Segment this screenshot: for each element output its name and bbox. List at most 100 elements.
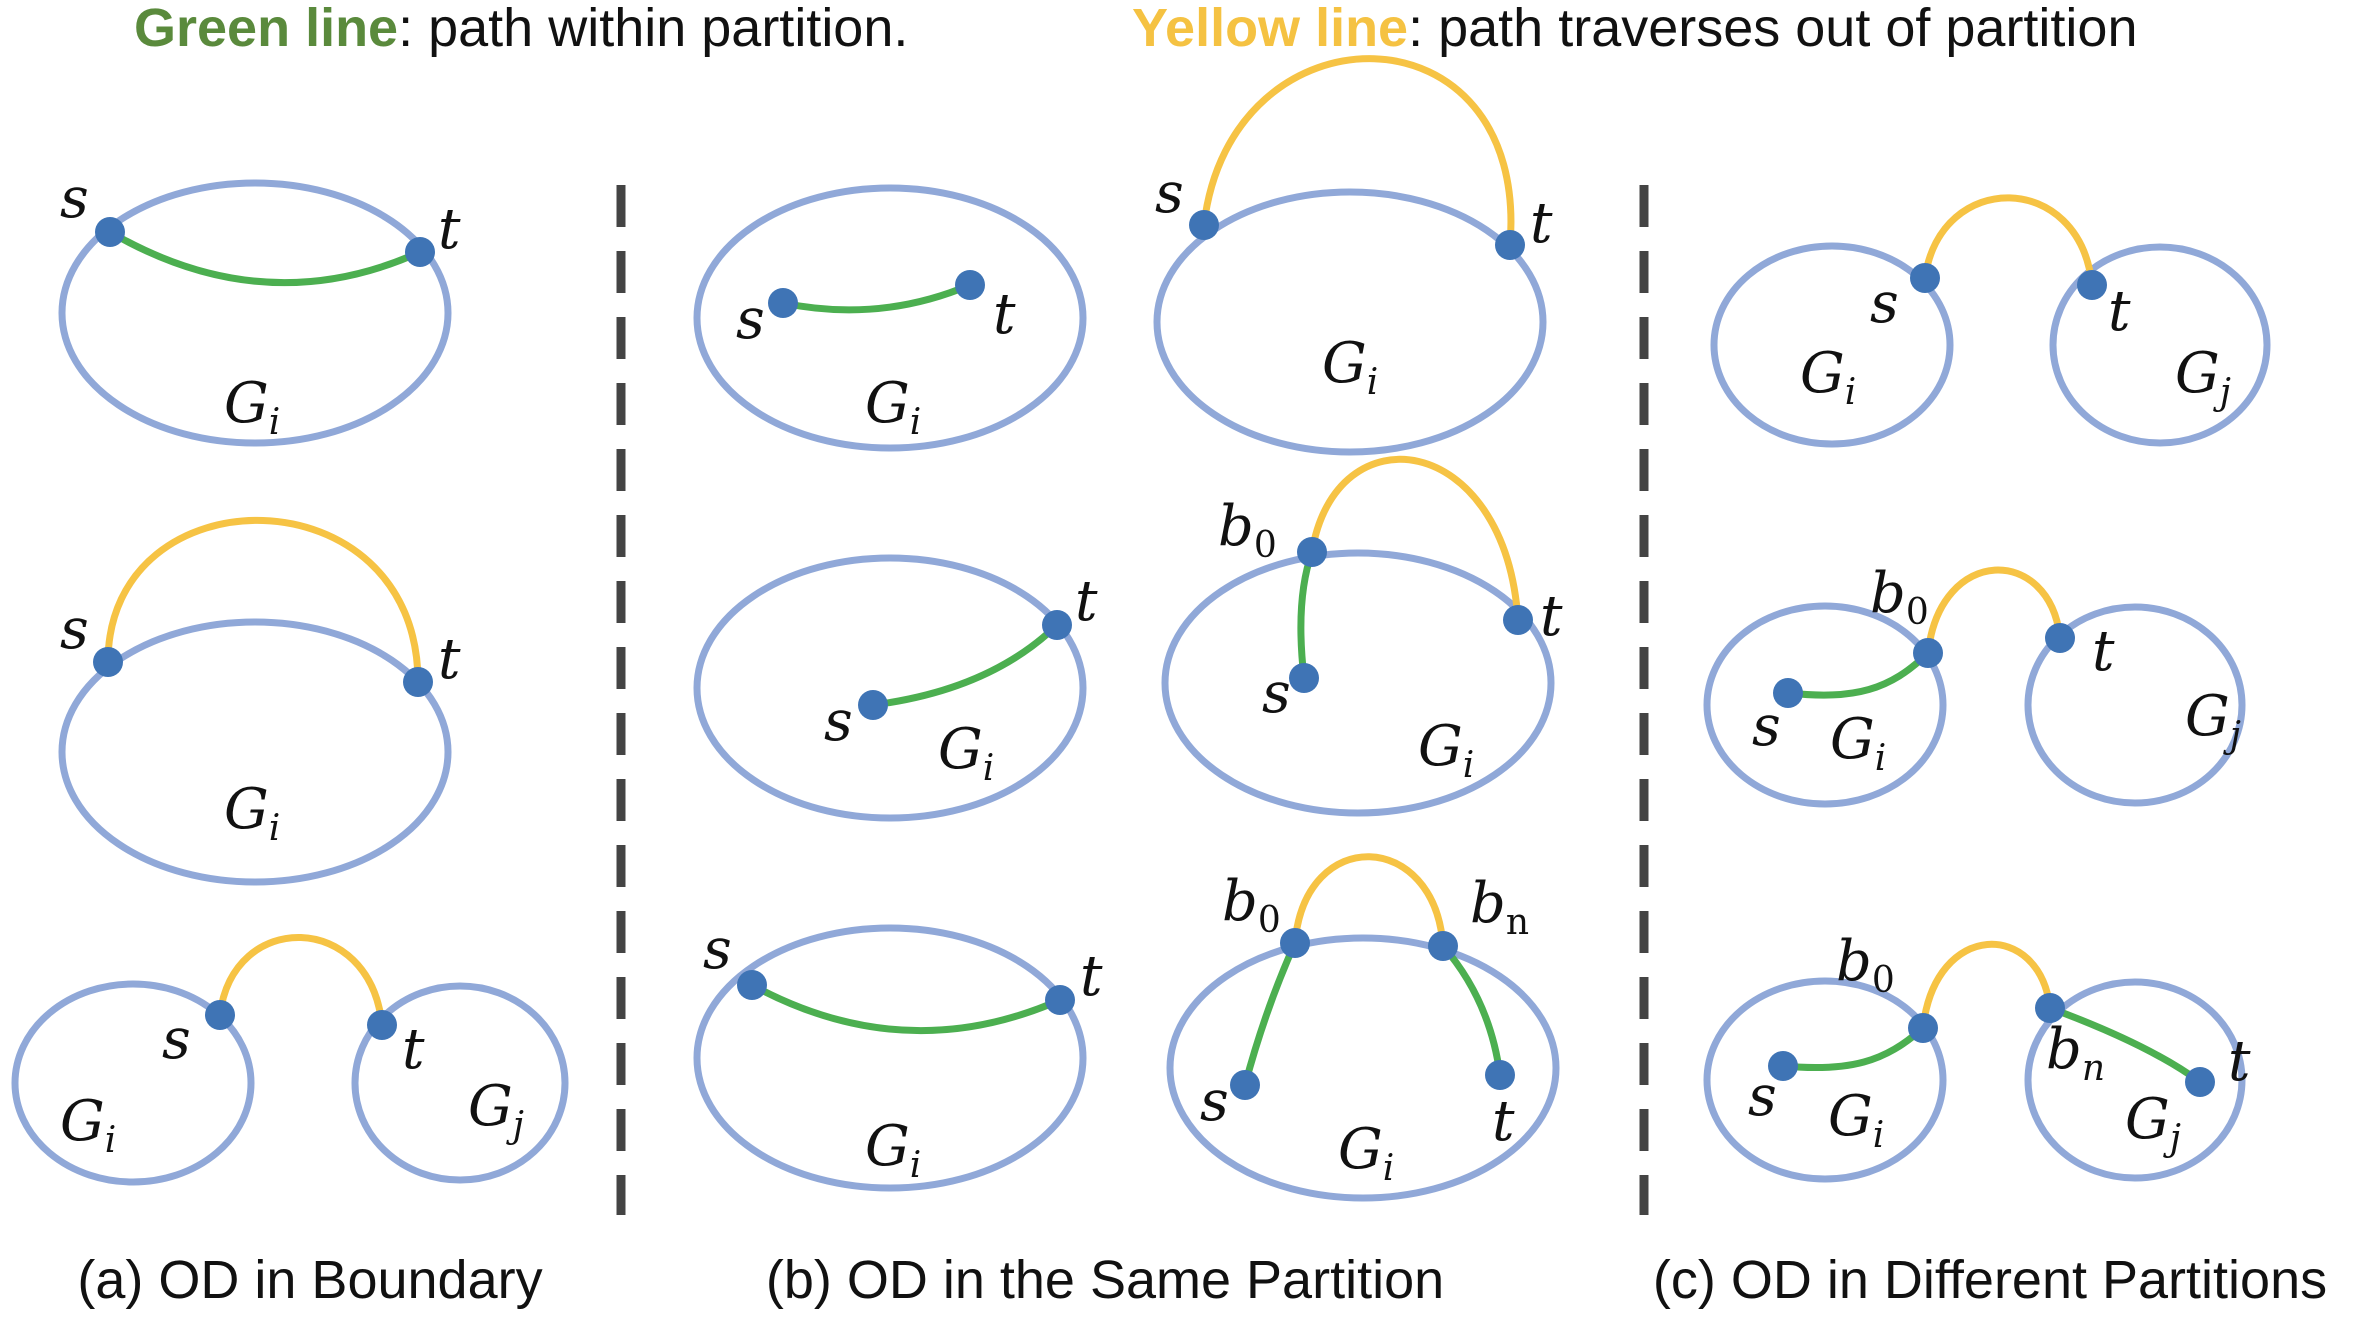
label-t: t xyxy=(993,282,1016,347)
node-t xyxy=(1485,1060,1515,1090)
partition-ellipse xyxy=(58,618,452,886)
node-s xyxy=(1768,1051,1798,1081)
legend-green: Green line: path within partition. xyxy=(134,0,908,58)
node-t xyxy=(405,237,435,267)
label-t: t xyxy=(438,197,461,262)
yellow-path xyxy=(1200,55,1515,246)
partition-ellipse-i xyxy=(1703,977,1947,1183)
label-g: Gi xyxy=(865,371,921,443)
label-s: s xyxy=(162,1007,191,1072)
label-gi: Gi xyxy=(60,1089,116,1161)
diagram-b3: s t Gi xyxy=(693,554,1098,822)
label-g: Gi xyxy=(1418,714,1474,786)
yellow-path xyxy=(1921,194,2096,286)
panel-c: s t Gi Gj b0 s t Gi Gj xyxy=(1703,194,2271,1183)
label-t: t xyxy=(1492,1089,1515,1154)
node-s xyxy=(768,288,798,318)
label-s: s xyxy=(1752,694,1781,759)
label-s: s xyxy=(1200,1069,1229,1134)
diagram-a1: s t Gi xyxy=(58,166,461,447)
yellow-path xyxy=(1924,566,2064,654)
partition-ellipse xyxy=(693,184,1087,452)
label-gj: Gj xyxy=(468,1074,524,1146)
node-t xyxy=(2045,623,2075,653)
caption-a: (a) OD in Boundary xyxy=(77,1250,542,1310)
yellow-path xyxy=(1308,455,1522,621)
label-s: s xyxy=(1262,661,1291,726)
yellow-path xyxy=(1919,941,2054,1029)
label-gi: Gi xyxy=(1830,707,1886,779)
label-b0: b0 xyxy=(1222,869,1281,941)
green-path xyxy=(1787,650,1931,699)
label-t: t xyxy=(438,627,461,692)
node-bn xyxy=(2035,993,2065,1023)
label-s: s xyxy=(1870,271,1899,336)
node-bn xyxy=(1428,931,1458,961)
label-g: Gi xyxy=(1338,1117,1394,1189)
label-s: s xyxy=(736,287,765,352)
node-s xyxy=(1230,1070,1260,1100)
label-gi: Gi xyxy=(1828,1084,1884,1156)
diagram-c1: s t Gi Gj xyxy=(1710,194,2271,448)
label-t: t xyxy=(1530,191,1553,256)
label-t: t xyxy=(1075,569,1098,634)
partition-ellipse-j xyxy=(351,982,569,1184)
node-s xyxy=(737,970,767,1000)
node-t xyxy=(2077,270,2107,300)
label-s: s xyxy=(824,689,853,754)
partition-ellipse-i xyxy=(11,980,255,1186)
node-t xyxy=(2185,1067,2215,1097)
label-gj: Gj xyxy=(2175,341,2231,413)
partition-ellipse xyxy=(1161,549,1555,817)
yellow-path xyxy=(104,516,422,683)
diagram-b1: s t Gi xyxy=(693,184,1087,452)
node-s xyxy=(858,690,888,720)
node-s xyxy=(1910,263,1940,293)
green-path-left xyxy=(1241,941,1299,1086)
label-s: s xyxy=(703,917,732,982)
diagram-a3: s t Gi Gj xyxy=(11,934,569,1186)
label-t: t xyxy=(1080,944,1103,1009)
legend-yellow: Yellow line: path traverses out of parti… xyxy=(1132,0,2138,58)
label-gj: Gj xyxy=(2185,684,2241,756)
label-s: s xyxy=(1155,161,1184,226)
node-b0 xyxy=(1297,537,1327,567)
green-path-right xyxy=(1440,943,1504,1076)
yellow-path xyxy=(216,934,386,1026)
partition-ellipse xyxy=(693,554,1087,822)
partition-ellipse xyxy=(1153,188,1547,456)
label-gj: Gj xyxy=(2125,1087,2181,1159)
label-g: Gi xyxy=(938,717,994,789)
node-t xyxy=(367,1010,397,1040)
label-t: t xyxy=(1540,584,1563,649)
partition-ellipse xyxy=(693,924,1087,1192)
partition-ellipse xyxy=(1166,934,1560,1202)
label-b0: b0 xyxy=(1218,494,1277,566)
green-path xyxy=(782,281,972,314)
diagram-c2: b0 s t Gi Gj xyxy=(1703,561,2246,808)
legend-yellow-desc: : path traverses out of partition xyxy=(1408,0,2137,58)
node-b0 xyxy=(1908,1013,1938,1043)
label-g: Gi xyxy=(224,371,280,443)
legend-green-label: Green line xyxy=(134,0,398,58)
green-path xyxy=(108,228,422,287)
node-s xyxy=(205,1000,235,1030)
diagram-b4: b0 s t Gi xyxy=(1161,455,1563,817)
label-s: s xyxy=(60,166,89,231)
node-s xyxy=(93,647,123,677)
legend-green-desc: : path within partition. xyxy=(398,0,908,58)
partition-ellipse-j xyxy=(2049,243,2271,447)
panel-a: s t Gi s t Gi s t Gi Gj xyxy=(11,166,569,1186)
label-t: t xyxy=(2092,619,2115,684)
green-path xyxy=(1297,550,1316,679)
label-gi: Gi xyxy=(1800,341,1856,413)
node-b0 xyxy=(1913,638,1943,668)
partition-ellipse xyxy=(58,179,452,447)
label-g: Gi xyxy=(224,777,280,849)
node-b0 xyxy=(1280,928,1310,958)
diagram-b2: s t Gi xyxy=(1153,55,1553,456)
label-bn: bn xyxy=(2046,1017,2105,1089)
label-t: t xyxy=(2108,279,2131,344)
node-t xyxy=(1045,985,1075,1015)
